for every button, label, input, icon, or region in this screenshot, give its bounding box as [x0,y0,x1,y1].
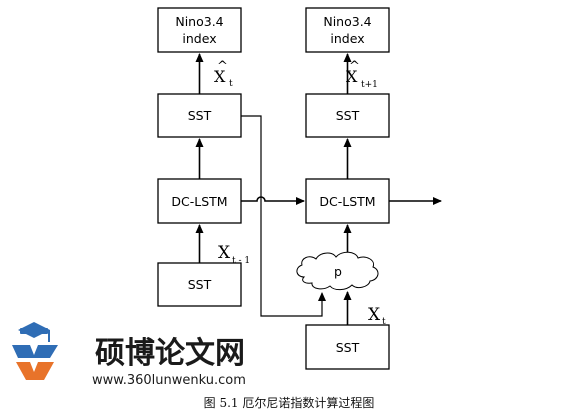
xhat-t-label: X ^ t [214,59,233,89]
x-t-minus-1-label: X t - 1 [218,243,250,266]
xhat-t1-label: X ^ t+1 [346,59,378,90]
xhat-t-base: X [214,67,226,86]
nino-index-right-node: Nino3.4 index [305,7,390,53]
x-t-label: X t [368,305,386,327]
sst-bottom-right-node: SST [305,324,390,370]
sst-bottom-right-label: SST [336,340,360,355]
dc-lstm-right-label: DC-LSTM [319,194,375,209]
xhat-t-sub: t [229,79,233,89]
nino-index-right-line1: Nino3.4 [323,14,371,29]
x-t-sub: t [382,317,386,327]
nino-index-left-line2: index [182,31,216,46]
graduation-cap-logo-icon [12,322,58,380]
sst-bottom-left-label: SST [188,277,212,292]
sst-top-left-label: SST [188,108,212,123]
x-t-minus-1-sub: t - 1 [232,256,250,266]
nino-index-right-line2: index [330,31,364,46]
nino-index-left-line1: Nino3.4 [175,14,223,29]
sst-top-right-label: SST [336,108,360,123]
watermark-url: www.360lunwenku.com [92,373,246,388]
xhat-t1-base: X [346,67,358,86]
x-t-minus-1-base: X [218,243,231,263]
xhat-t-hat: ^ [217,59,228,74]
sst-top-left-node: SST [157,93,242,138]
xhat-t1-sub: t+1 [361,80,378,90]
dc-lstm-left-label: DC-LSTM [171,194,227,209]
figure-caption: 图 5.1 厄尔尼诺指数计算过程图 [204,395,375,410]
p-cloud-node: p [296,251,379,291]
watermark-title: 硕博论文网 [95,336,245,371]
dc-lstm-left-node: DC-LSTM [157,178,242,224]
edge-lstm-left-to-lstm-right [241,196,305,205]
xhat-t1-hat: ^ [349,59,360,74]
x-t-base: X [368,305,381,325]
dc-lstm-right-node: DC-LSTM [305,178,390,224]
sst-bottom-left-node: SST [157,262,242,307]
p-cloud-label: p [334,264,342,279]
sst-top-right-node: SST [305,93,390,138]
nino-index-left-node: Nino3.4 index [157,7,242,53]
watermark: 硕博论文网 www.360lunwenku.com [12,322,246,388]
edge-sst-feedback-to-p [241,115,326,317]
